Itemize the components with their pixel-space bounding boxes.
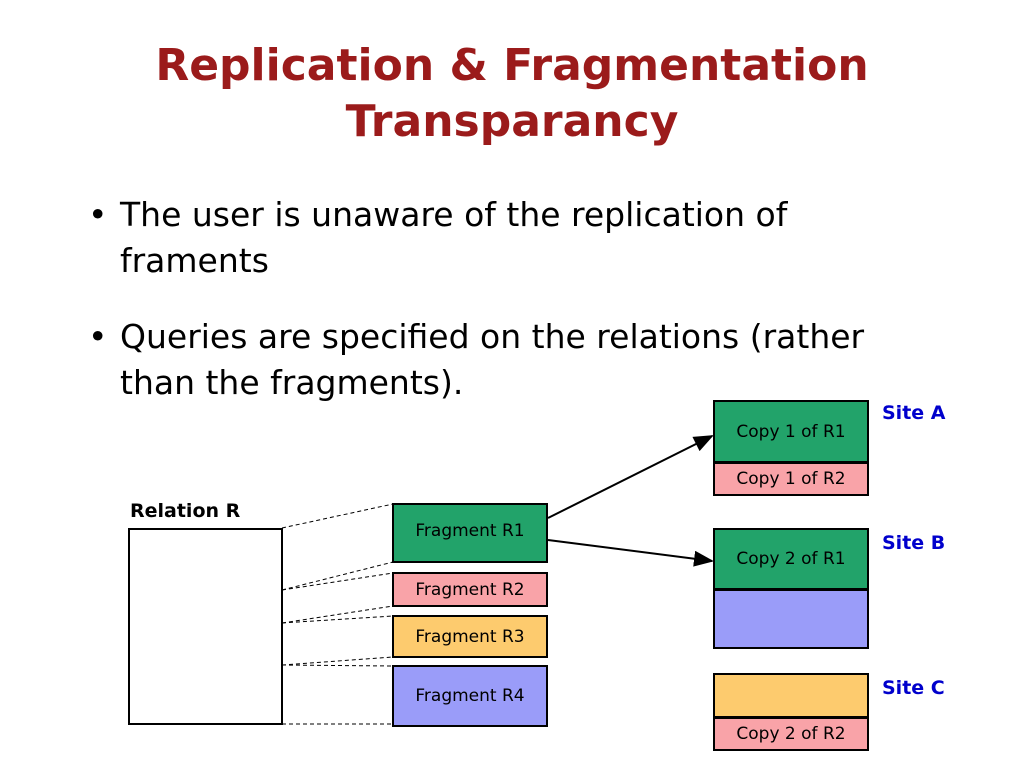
mapping-line xyxy=(281,561,394,591)
fragment-r2-box: Fragment R2 xyxy=(392,572,548,607)
fragment-r1-box: Fragment R1 xyxy=(392,503,548,563)
title-line-1: Replication & Fragmentation xyxy=(155,40,869,91)
title-line-2: Transparancy xyxy=(345,96,679,147)
mapping-line xyxy=(281,572,394,591)
site-b-copy2-r1: Copy 2 of R1 xyxy=(713,528,869,590)
site-a-copy1-r1: Copy 1 of R1 xyxy=(713,400,869,463)
site-a-copy1-r2: Copy 1 of R2 xyxy=(713,462,869,496)
bullet-text: Queries are specified on the relations (… xyxy=(120,317,865,402)
bullet-list: • The user is unaware of the replication… xyxy=(88,192,918,436)
replication-arrow-site-b xyxy=(547,539,714,567)
site-b-label: Site B xyxy=(882,532,946,554)
mapping-line xyxy=(281,656,394,666)
mapping-line xyxy=(281,605,394,624)
fragment-r3-box: Fragment R3 xyxy=(392,615,548,658)
relation-r-box xyxy=(128,528,283,725)
bullet-item: • Queries are specified on the relations… xyxy=(88,314,918,406)
site-c-copy2-r2: Copy 2 of R2 xyxy=(713,717,869,751)
site-c-label: Site C xyxy=(882,677,945,699)
mapping-line xyxy=(281,615,394,624)
bullet-marker: • xyxy=(88,317,108,356)
mapping-line xyxy=(281,503,394,529)
fragment-r4-box: Fragment R4 xyxy=(392,665,548,727)
bullet-marker: • xyxy=(88,195,108,234)
bullet-item: • The user is unaware of the replication… xyxy=(88,192,918,284)
site-b-fragment-r4 xyxy=(713,589,869,649)
slide-title: Replication & Fragmentation Transparancy xyxy=(0,38,1024,150)
mapping-line xyxy=(281,664,394,667)
relation-r-label: Relation R xyxy=(130,500,241,522)
site-a-label: Site A xyxy=(882,402,946,424)
site-c-fragment-r3 xyxy=(713,673,869,718)
bullet-text: The user is unaware of the replication o… xyxy=(120,195,788,280)
replication-arrow-site-a xyxy=(547,435,714,519)
